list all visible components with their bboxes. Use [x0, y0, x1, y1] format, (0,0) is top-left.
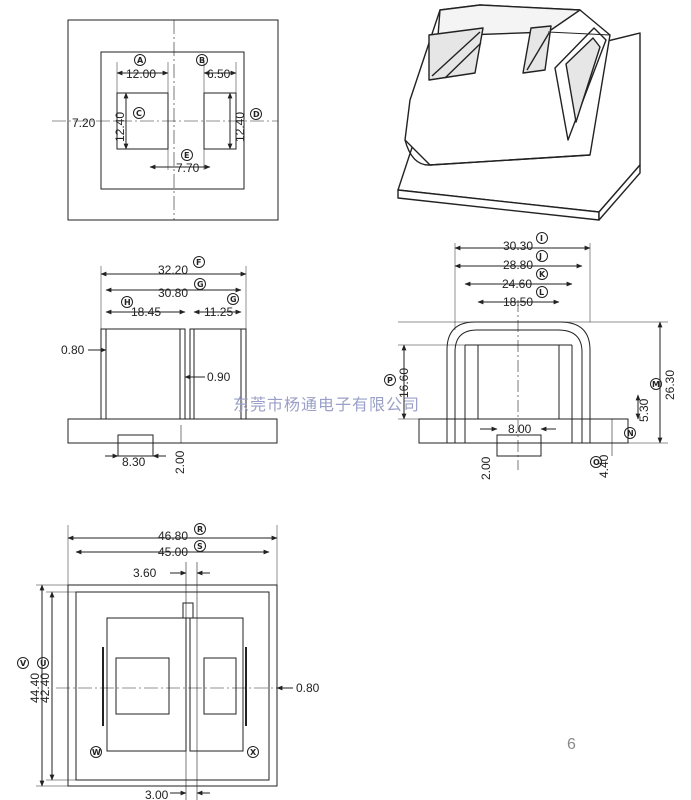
top-view-frame — [67, 19, 279, 221]
dim-44-40: 44.40 — [28, 673, 42, 703]
bottom-view-left-bobbin — [106, 617, 187, 752]
dim-3-60: 3.60 — [133, 566, 157, 580]
dim-24-60: 24.60 — [502, 277, 532, 291]
label-v: V — [20, 659, 27, 668]
dim-46-80: 46.80 — [158, 529, 188, 543]
dim-12-40-right: 12.40 — [233, 112, 247, 142]
dim-2-00-side: 2.00 — [479, 456, 493, 480]
dim-45-00: 45.00 — [158, 545, 188, 559]
label-w: W — [92, 748, 101, 757]
front-view-pin — [117, 434, 154, 457]
dim-7-20: 7.20 — [72, 116, 96, 130]
dim-7-70: 7.70 — [176, 161, 200, 175]
dim-8-00: 8.00 — [508, 422, 532, 436]
isometric-view — [397, 4, 641, 221]
side-view-pin — [496, 434, 542, 457]
front-view-left-chamber — [100, 328, 186, 420]
dim-18-45: 18.45 — [131, 305, 161, 319]
label-i: I — [540, 234, 543, 243]
front-view-labels: F G H G — [121, 256, 239, 308]
dim-28-80: 28.80 — [503, 258, 533, 272]
bottom-view-outer — [67, 584, 278, 787]
dim-30-80-front: 30.80 — [158, 286, 188, 300]
label-j: J — [538, 252, 542, 261]
dim-18-50: 18.50 — [503, 295, 533, 309]
label-k: K — [539, 270, 546, 279]
label-f: F — [196, 258, 201, 267]
dim-8-30: 8.30 — [122, 455, 146, 469]
label-s: S — [197, 542, 203, 551]
side-view-base — [418, 418, 629, 444]
side-view-labels: I J K L P M N O — [384, 232, 662, 468]
top-view — [52, 19, 279, 221]
label-o: O — [593, 458, 600, 467]
label-x: X — [250, 748, 257, 757]
page-number: 6 — [567, 736, 576, 753]
bottom-view — [36, 525, 293, 800]
dim-12-40-left: 12.40 — [113, 112, 127, 142]
label-l: L — [539, 288, 544, 297]
dim-2-00-front: 2.00 — [173, 450, 187, 474]
bottom-view-right-window — [203, 657, 237, 715]
label-h: H — [124, 298, 131, 307]
label-b: B — [199, 56, 205, 65]
dim-42-40: 42.40 — [38, 673, 52, 703]
side-view — [398, 243, 668, 470]
top-view-labels: A B C D E — [133, 54, 262, 161]
bottom-view-right-bobbin — [189, 617, 244, 752]
company-watermark: 东莞市杨通电子有限公司 — [233, 395, 420, 414]
dim-16-60: 16.60 — [397, 368, 411, 398]
front-view-base — [67, 418, 278, 444]
dim-11-25: 11.25 — [204, 305, 233, 319]
dim-0-80-front: 0.80 — [61, 343, 85, 357]
label-a: A — [137, 56, 144, 65]
dim-26-30: 26.30 — [663, 370, 677, 400]
label-m: M — [652, 380, 660, 389]
label-g: G — [197, 280, 204, 289]
dim-30-30: 30.30 — [503, 239, 533, 253]
label-c: C — [136, 109, 142, 118]
label-r: R — [197, 525, 203, 534]
front-view — [67, 266, 278, 459]
dim-0-80-bottom: 0.80 — [296, 681, 320, 695]
label-d: D — [253, 110, 260, 119]
dim-5-30: 5.30 — [637, 398, 651, 422]
label-n: N — [627, 429, 634, 438]
bottom-view-labels: R S V U W X — [17, 523, 259, 758]
dim-32-20: 32.20 — [158, 263, 188, 277]
dim-0-90: 0.90 — [207, 370, 231, 384]
dim-6-50: 6.50 — [207, 67, 231, 81]
bottom-view-left-window — [115, 657, 170, 715]
dim-4-40: 4.40 — [597, 454, 611, 478]
bottom-view-inner — [75, 591, 270, 781]
label-u: U — [40, 659, 47, 668]
label-e: E — [184, 151, 189, 160]
front-view-right-chamber — [189, 328, 247, 420]
label-g-right: G — [230, 295, 237, 304]
label-p: P — [387, 376, 393, 385]
dim-12-00: 12.00 — [126, 67, 156, 81]
top-view-bobbin-outline — [100, 51, 245, 190]
dim-3-00: 3.00 — [145, 788, 169, 800]
